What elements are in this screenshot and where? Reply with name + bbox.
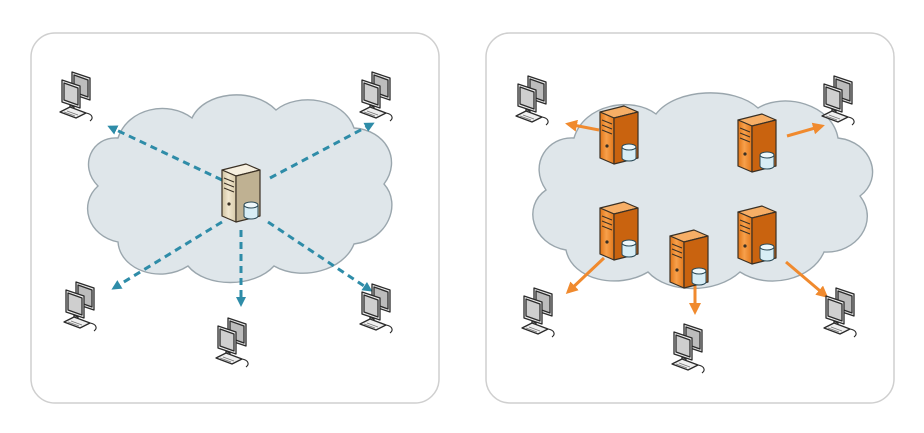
- database-icon: database-icon: [759, 151, 775, 170]
- distributed-server-2: server-tower-icondatabase-icon: [737, 113, 777, 173]
- distributed-server-3: server-tower-icondatabase-icon: [599, 201, 639, 261]
- arrow-to-client-top-left: [107, 125, 223, 182]
- arrow-server5-client: [785, 260, 829, 298]
- arrow-to-client-bottom-right: [267, 220, 373, 292]
- database-icon: database-icon: [621, 143, 637, 162]
- client-computer-distributed-1: desktop-computer-icon: [515, 75, 549, 126]
- client-computer-distributed-4: desktop-computer-icon: [671, 323, 705, 374]
- client-computer-distributed-5: desktop-computer-icon: [823, 287, 857, 338]
- database-icon: database-icon: [759, 243, 775, 262]
- client-computer-central-2: desktop-computer-icon: [359, 71, 393, 122]
- distributed-server-1: server-tower-icondatabase-icon: [599, 105, 639, 165]
- clients-layer: desktop-computer-icon desktop-computer-ic…: [59, 71, 857, 374]
- client-computer-distributed-3: desktop-computer-icon: [521, 287, 555, 338]
- arrows-distributed: [565, 119, 829, 315]
- distributed-server-5: server-tower-icondatabase-icon: [737, 205, 777, 265]
- database-icon: database-icon: [243, 201, 259, 220]
- arrow-to-client-top-right: [269, 122, 375, 180]
- arrow-server2-client: [786, 122, 825, 138]
- distributed-server-4: server-tower-icondatabase-icon: [669, 229, 709, 289]
- arrow-server1-client: [565, 119, 600, 132]
- client-computer-distributed-2: desktop-computer-icon: [821, 75, 855, 126]
- database-icon: database-icon: [621, 239, 637, 258]
- arrow-to-client-bottom-left: [111, 220, 223, 290]
- client-computer-central-4: desktop-computer-icon: [215, 317, 249, 368]
- central-server: server-tower-icondatabase-icon: [221, 163, 261, 223]
- arrow-server3-client: [565, 256, 606, 295]
- arrows-central: [107, 122, 375, 307]
- client-computer-central-3: desktop-computer-icon: [63, 281, 97, 332]
- client-computer-central-1: desktop-computer-icon: [59, 71, 93, 122]
- servers-layer: server-tower-icondatabase-icon server-tow…: [221, 105, 777, 289]
- database-icon: database-icon: [691, 267, 707, 286]
- client-computer-central-5: desktop-computer-icon: [359, 283, 393, 334]
